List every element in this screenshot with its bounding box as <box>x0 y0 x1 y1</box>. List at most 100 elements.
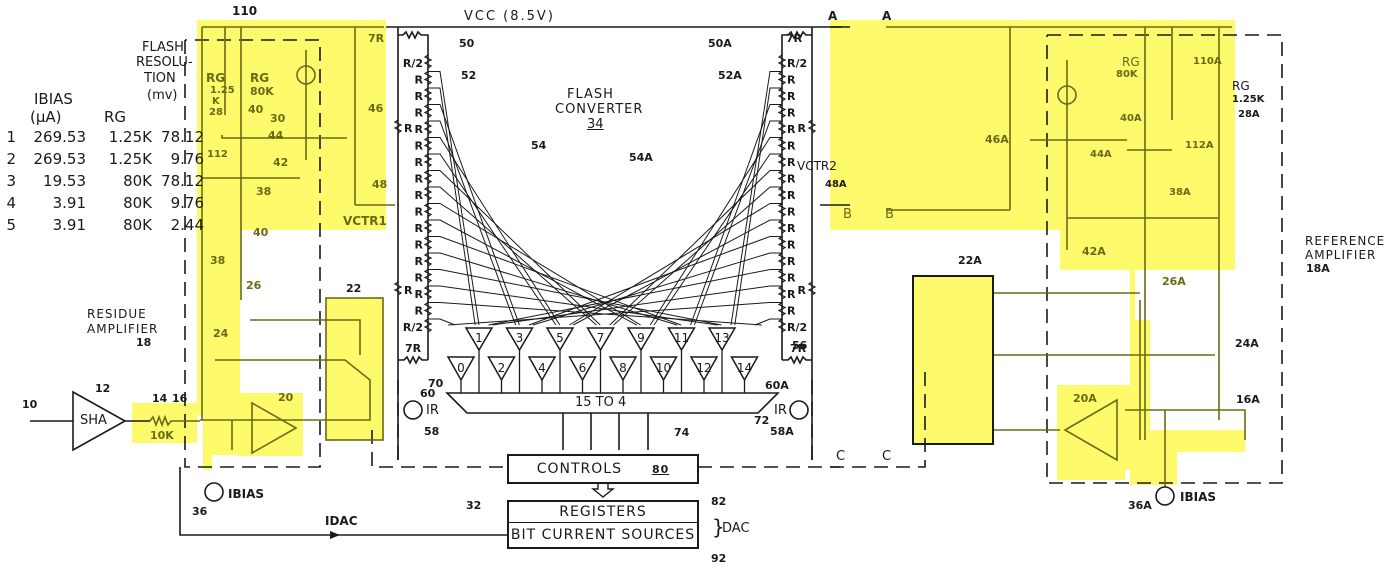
table-cell-ibias: 19.53 <box>43 172 86 190</box>
ref-54: 54 <box>531 139 547 152</box>
comparator-label: 8 <box>619 361 627 375</box>
rg1-value-unit: K <box>212 96 220 107</box>
ref-48a: 48A <box>825 179 847 190</box>
connector-a-left: A <box>828 9 838 23</box>
resistor-icon <box>423 104 433 118</box>
table-cell-n: 5 <box>6 216 16 234</box>
tap-line <box>609 170 782 326</box>
resistor-label: R/2 <box>403 57 423 70</box>
flash-converter-title-2: CONVERTER <box>555 102 644 117</box>
tap-line <box>428 285 718 326</box>
connector-b-left: B <box>843 207 852 222</box>
resistor-icon <box>423 186 433 201</box>
resistor-icon <box>777 236 787 250</box>
resistor-label: R <box>415 255 424 268</box>
ref-36a: 36A <box>1128 499 1152 512</box>
resistor-icon <box>777 153 787 168</box>
resistor-label: R <box>787 206 796 219</box>
rg1-value: 1.25 <box>210 85 235 96</box>
resistor-label: R <box>787 156 796 169</box>
resistor-icon <box>393 119 403 134</box>
resistor-label: R <box>787 272 796 285</box>
resistor-label: R <box>415 107 424 120</box>
ir-right-label: IR <box>774 403 787 418</box>
tap-line <box>492 285 782 326</box>
table-cell-rg: 1.25K <box>108 128 152 146</box>
controls-block: CONTROLS 80 <box>507 454 699 484</box>
resistor-label: R <box>415 288 424 301</box>
registers-block: REGISTERS <box>507 500 699 523</box>
ref-12: 12 <box>95 382 111 395</box>
resistor-icon <box>807 281 817 296</box>
current-source-icon-left-top <box>296 65 316 85</box>
idac-label: IDAC <box>325 514 358 528</box>
sha-amplifier <box>30 390 200 452</box>
resistor-label: R <box>415 123 424 136</box>
resistor-label-7r: 7R <box>405 342 422 355</box>
resistor-icon <box>777 186 787 201</box>
vctr1-label: VCTR1 <box>343 214 387 228</box>
ref-56: 56 <box>792 339 808 352</box>
ref-60: 60 <box>420 387 436 400</box>
comparator-label: 13 <box>714 331 729 345</box>
resistor-label: R <box>798 284 807 297</box>
resistor-label: R <box>787 288 796 301</box>
resistor-label: R/2 <box>403 321 423 334</box>
resistor-label: R <box>415 74 424 87</box>
resistor-icon <box>777 104 787 118</box>
connector-c-left: C <box>836 449 846 464</box>
table-cell-rg: 80K <box>123 216 152 234</box>
ref-40a: 40A <box>1120 113 1142 124</box>
tap-line <box>448 302 782 326</box>
ref-46: 46 <box>368 102 384 115</box>
current-source-icon-58 <box>403 400 423 420</box>
current-source-icon-58a <box>789 400 809 420</box>
comparator-2 <box>487 356 516 382</box>
ref-92: 92 <box>711 552 727 565</box>
header-resolution-unit: (mv) <box>147 88 178 103</box>
ref-24a: 24A <box>1235 337 1259 350</box>
header-ibias-unit: (μA) <box>30 108 62 126</box>
ref-44a: 44A <box>1090 149 1112 160</box>
resistor-icon <box>423 153 433 168</box>
comparator-4 <box>527 356 557 382</box>
resistor-icon <box>423 285 433 300</box>
header-rg: RG <box>104 108 127 126</box>
table-cell-n: 3 <box>6 172 16 190</box>
ref-26: 26 <box>246 279 262 292</box>
resistor-label: R/2 <box>787 321 807 334</box>
ref-112: 112 <box>207 149 228 160</box>
ref-24: 24 <box>213 327 229 340</box>
ref-26a: 26A <box>1162 275 1186 288</box>
ref-42: 42 <box>273 156 289 169</box>
ref-7r-left: 7R <box>368 32 385 45</box>
controls-ref: 80 <box>651 462 670 476</box>
residue-amplifier-label-2: AMPLIFIER <box>87 322 159 336</box>
comparator-13 <box>707 327 737 352</box>
tap-line <box>613 186 782 326</box>
resistor-icon <box>777 219 787 234</box>
resistor-label: R <box>415 272 424 285</box>
tap-line <box>428 318 456 326</box>
comparator-8 <box>608 356 638 382</box>
resistor-icon <box>423 318 433 333</box>
ref-18a: 18A <box>1306 262 1330 275</box>
dac-brace: } <box>712 515 725 539</box>
registers-label: REGISTERS <box>559 504 647 520</box>
ref-110: 110 <box>232 4 258 18</box>
connector-a-right: A <box>882 9 892 23</box>
vctr2-label: VCTR2 <box>797 159 837 173</box>
comparator-label: 11 <box>674 331 689 345</box>
resistor-label: R <box>404 284 413 297</box>
opamp-20a <box>1063 398 1118 462</box>
dac-label: DAC <box>722 521 750 536</box>
ref-58: 58 <box>424 425 440 438</box>
header-resolution-3: TION <box>144 71 176 86</box>
resistor-icon <box>423 203 433 217</box>
comparator-label: 1 <box>475 331 483 345</box>
connector-c-right: C <box>882 449 892 464</box>
tap-line <box>428 302 762 326</box>
tap-line <box>428 236 682 326</box>
resistor-label: R <box>404 122 413 135</box>
resistor-label: R <box>787 255 796 268</box>
